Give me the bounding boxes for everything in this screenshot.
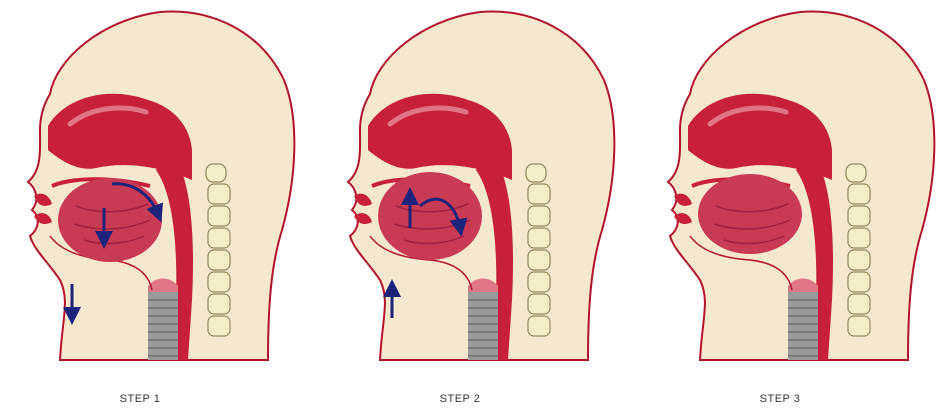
step-1-panel: STEP 1 <box>28 12 294 405</box>
head-cross-section <box>348 12 614 360</box>
step-1-label: STEP 1 <box>120 393 161 405</box>
tongue <box>58 178 162 262</box>
step-3-label: STEP 3 <box>760 393 801 405</box>
head-cross-section <box>668 12 934 360</box>
step-2-label: STEP 2 <box>440 393 481 405</box>
step-2-panel: STEP 2 <box>348 12 614 405</box>
step-3-panel: STEP 3 <box>668 12 934 405</box>
tongue <box>378 172 482 260</box>
tongue <box>698 174 802 254</box>
head-cross-section <box>28 12 294 360</box>
